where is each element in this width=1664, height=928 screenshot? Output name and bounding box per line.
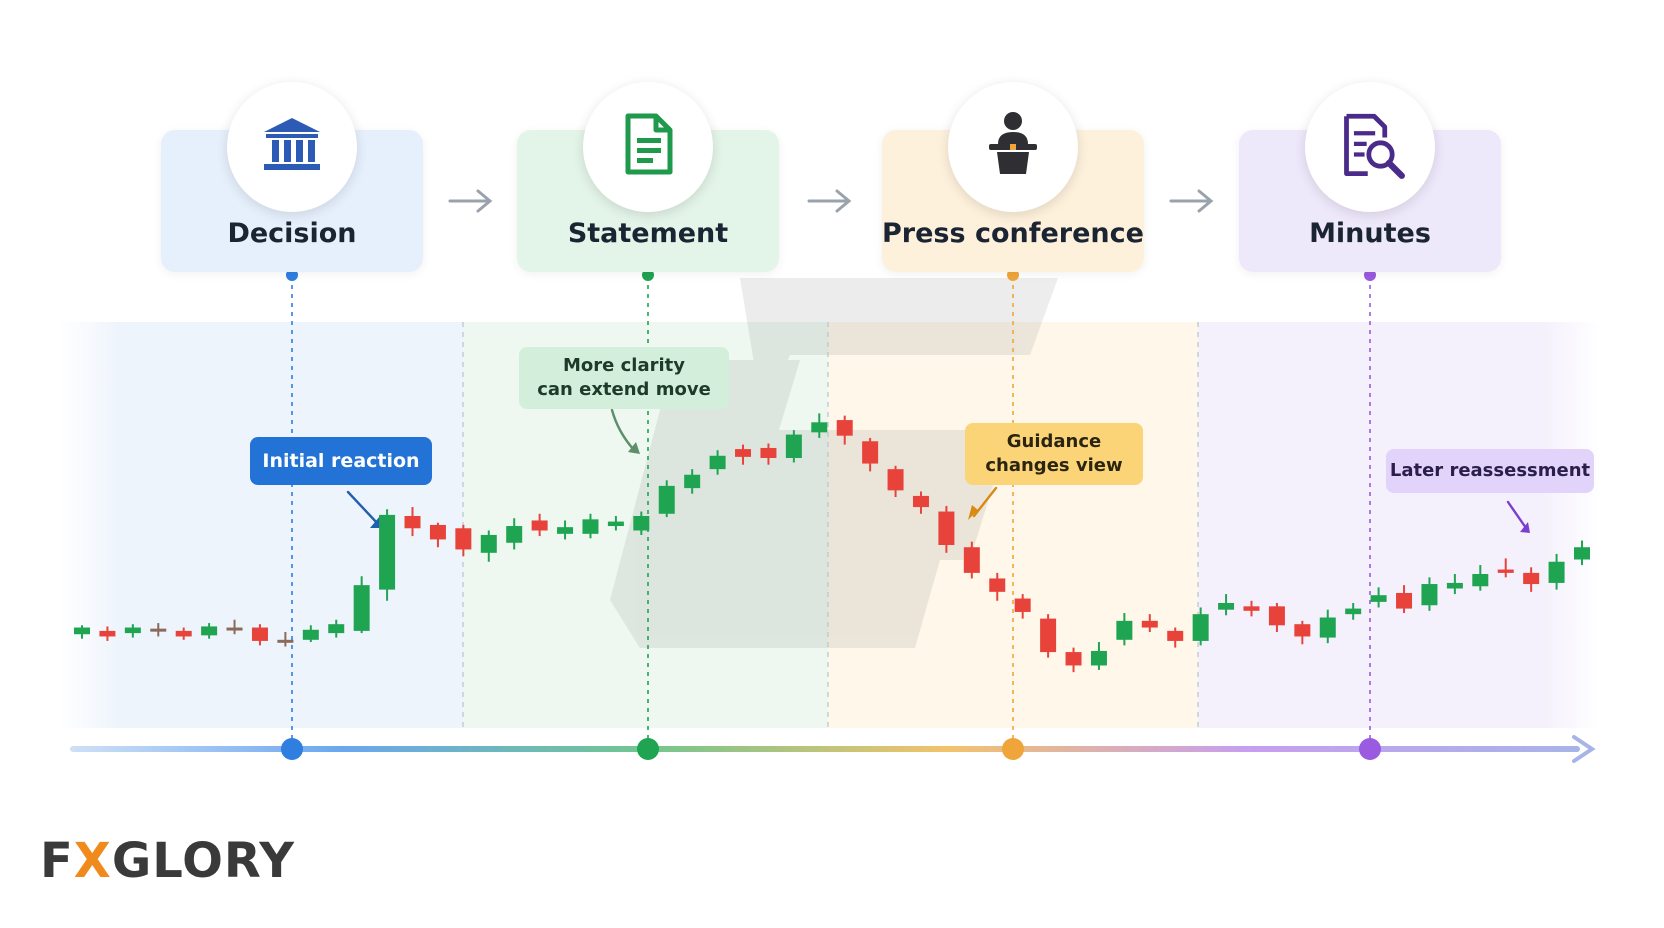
- candle-body: [150, 628, 167, 632]
- candle-body: [607, 521, 624, 527]
- candle-body: [201, 626, 218, 636]
- candle-body: [1090, 650, 1107, 666]
- timeline-dot-statement: [637, 738, 659, 760]
- watermark-logo: [610, 278, 1058, 648]
- candle-body: [74, 627, 90, 635]
- stage-title: Statement: [567, 218, 729, 249]
- callout-initial-reaction: Initial reaction: [250, 437, 432, 485]
- timeline-dot-decision: [281, 738, 303, 760]
- bank-icon: [227, 82, 357, 212]
- candle-body: [1065, 652, 1082, 666]
- callout-text: Later reassessment: [1389, 460, 1591, 481]
- candle-body: [1370, 595, 1387, 602]
- candle-body: [811, 422, 828, 433]
- callout-more-clarity: More clarity can extend move: [519, 347, 729, 409]
- candle-body: [277, 639, 294, 643]
- candle-body: [862, 441, 879, 464]
- candle-body: [251, 627, 268, 641]
- candle-body: [226, 627, 243, 631]
- callout-text: can extend move: [537, 379, 711, 400]
- candle-body: [1141, 620, 1158, 628]
- candle-body: [1014, 598, 1031, 612]
- stage-title: Minutes: [1309, 218, 1431, 249]
- candle-body: [912, 495, 929, 508]
- candle-body: [1497, 569, 1514, 573]
- step-arrow-icon: [807, 189, 852, 213]
- candle-body: [353, 585, 370, 631]
- guidance-arrow-icon: [972, 486, 998, 518]
- later-arrow-icon: [1506, 500, 1528, 530]
- callout-text: Initial reaction: [262, 450, 420, 472]
- step-arrow-icon: [1169, 189, 1214, 213]
- candle-body: [429, 524, 446, 540]
- timeline-arrow-icon: [1572, 735, 1596, 763]
- candle-body: [1396, 592, 1413, 609]
- candle-body: [1167, 630, 1184, 641]
- candle-body: [1548, 561, 1565, 583]
- stage-title: Press conference: [882, 218, 1144, 249]
- callout-text: changes view: [985, 455, 1123, 476]
- document-icon: [583, 82, 713, 212]
- candle-body: [760, 447, 777, 458]
- candle-body: [963, 547, 980, 573]
- zone-decision: [60, 322, 463, 728]
- candle-body: [735, 449, 752, 457]
- clarity-arrow-icon: [610, 408, 636, 452]
- candle-body: [1421, 584, 1438, 606]
- candle-body: [1345, 608, 1362, 615]
- candle-body: [989, 578, 1006, 592]
- candle-body: [1116, 620, 1133, 640]
- candle-body: [1574, 547, 1590, 560]
- candle-body: [836, 420, 853, 436]
- timeline-dot-minutes: [1359, 738, 1381, 760]
- candle-body: [1319, 617, 1336, 638]
- candle-body: [455, 528, 472, 550]
- candle-body: [1472, 574, 1489, 587]
- candle-body: [404, 516, 421, 529]
- candle-body: [1268, 606, 1285, 626]
- candle-body: [480, 534, 497, 553]
- candle-body: [1243, 606, 1260, 611]
- step-arrow-icon: [448, 189, 493, 213]
- stage-title: Decision: [227, 218, 357, 249]
- candle-body: [506, 526, 523, 543]
- candle-body: [379, 514, 396, 590]
- candle-body: [557, 527, 574, 534]
- callout-later-reassessment: Later reassessment: [1386, 449, 1594, 493]
- callout-text: More clarity: [562, 355, 685, 376]
- fxglory-logo: FXGLORY: [40, 833, 295, 889]
- candle-body: [1218, 603, 1235, 610]
- initial-arrow-icon: [346, 490, 380, 526]
- document-search-icon: [1305, 82, 1435, 212]
- candle-body: [531, 520, 548, 531]
- candle-body: [684, 474, 701, 489]
- candle-body: [785, 434, 802, 458]
- candle-body: [582, 519, 599, 534]
- zone-press-conference: [828, 322, 1198, 728]
- candle-body: [633, 516, 650, 531]
- candle-body: [709, 455, 726, 470]
- candle-body: [124, 627, 141, 634]
- candle-body: [1294, 624, 1311, 637]
- zone-minutes: [1198, 322, 1600, 728]
- candle-body: [1192, 614, 1209, 641]
- candle-body: [1446, 582, 1463, 589]
- speaker-podium-icon: [948, 82, 1078, 212]
- candlestick-series: [74, 413, 1590, 673]
- timeline-axis: [70, 746, 1580, 752]
- candle-body: [1523, 572, 1540, 585]
- candle-body: [658, 485, 675, 514]
- candle-body: [1040, 618, 1057, 653]
- candle-body: [938, 511, 955, 545]
- candle-body: [328, 624, 345, 634]
- callout-text: Guidance: [1006, 431, 1102, 452]
- timeline-dot-press: [1002, 738, 1024, 760]
- candle-body: [887, 469, 904, 491]
- candle-body: [99, 630, 116, 637]
- callout-guidance: Guidance changes view: [965, 423, 1143, 485]
- candle-body: [302, 629, 319, 640]
- candle-body: [175, 630, 192, 637]
